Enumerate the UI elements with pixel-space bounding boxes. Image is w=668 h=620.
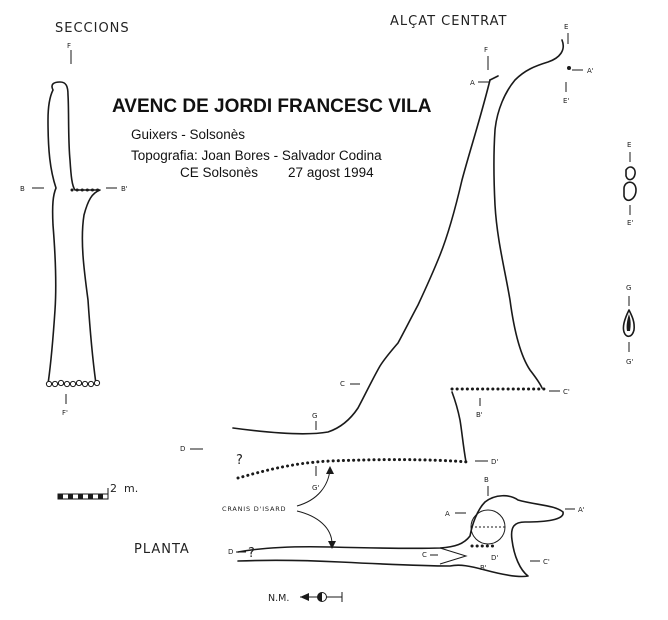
elev-label-a-prime: A' bbox=[587, 67, 594, 75]
plan-narrowing bbox=[439, 547, 468, 565]
elev-label-d: D bbox=[180, 445, 185, 453]
arrowhead-up bbox=[326, 466, 334, 474]
club-date-text: CE Solsonès 27 agost 1994 bbox=[180, 165, 374, 180]
elev-label-a: A bbox=[470, 79, 475, 87]
section-g-fill bbox=[626, 314, 631, 331]
scale-bar bbox=[57, 488, 109, 500]
label-b-prime: B' bbox=[121, 185, 128, 193]
elev-label-f: F bbox=[484, 46, 488, 54]
plan-label-a-prime: A' bbox=[578, 506, 585, 514]
north-label: N.M. bbox=[268, 593, 289, 604]
elev-label-c-prime: C' bbox=[563, 388, 570, 396]
plan-question-mark: ? bbox=[248, 546, 255, 561]
elev-question-mark: ? bbox=[236, 453, 243, 468]
plan-label-b-prime: B' bbox=[480, 564, 487, 572]
skull-annotation: CRANIS D'ISARD bbox=[222, 505, 286, 513]
label-f: F bbox=[67, 42, 71, 50]
plan-label-c: C bbox=[422, 551, 427, 559]
plan-heading: PLANTA bbox=[134, 542, 190, 557]
elev-label-d-prime: D' bbox=[491, 458, 498, 466]
north-arrow-icon bbox=[300, 592, 343, 602]
section-e-upper bbox=[625, 166, 636, 181]
right-label-e-prime: E' bbox=[627, 219, 633, 227]
right-label-e: E bbox=[627, 141, 631, 149]
elev-label-g: G bbox=[312, 412, 317, 420]
elevation-heading: ALÇAT CENTRAT bbox=[390, 14, 507, 29]
plan-label-d-prime: D' bbox=[491, 554, 498, 562]
entrance-lip bbox=[489, 75, 499, 81]
floor-d-dots bbox=[236, 458, 470, 480]
plan-outline bbox=[237, 494, 564, 578]
elev-label-b-prime: B' bbox=[476, 411, 483, 419]
plan-label-a: A bbox=[445, 510, 450, 518]
plan-label-d: D bbox=[228, 548, 233, 556]
inner-step bbox=[451, 391, 467, 463]
plan-view: B A A' C C' D' B' D ? bbox=[228, 476, 585, 578]
elevation-right-wall bbox=[493, 39, 564, 389]
right-label-g: G bbox=[626, 284, 631, 292]
cave-title: AVENC DE JORDI FRANCESC VILA bbox=[112, 96, 432, 117]
label-b: B bbox=[20, 185, 25, 193]
section-f-outline bbox=[47, 81, 101, 385]
right-label-g-prime: G' bbox=[626, 358, 633, 366]
plan-label-b: B bbox=[484, 476, 489, 484]
section-e-lower bbox=[623, 181, 637, 202]
sections-heading: SECCIONS bbox=[55, 21, 130, 36]
scale-label: 2 m. bbox=[110, 482, 138, 495]
elevation-profile: A F E A' E' C C' B' G G' D D' ? bbox=[180, 23, 594, 492]
section-f-profile: F B B' F' bbox=[20, 42, 128, 417]
arrow-to-plan bbox=[296, 510, 333, 545]
elev-label-e-prime: E' bbox=[563, 97, 569, 105]
plan-label-c-prime: C' bbox=[543, 558, 550, 566]
elev-label-g-prime: G' bbox=[312, 484, 319, 492]
arrowhead-down bbox=[328, 541, 336, 549]
elev-label-e: E bbox=[564, 23, 568, 31]
section-g-profile: G G' bbox=[622, 284, 635, 366]
elev-point bbox=[567, 66, 571, 70]
survey-authors-text: Topografia: Joan Bores - Salvador Codina bbox=[131, 148, 382, 163]
section-g-outline bbox=[622, 309, 635, 338]
location-text: Guixers - Solsonès bbox=[131, 127, 245, 142]
elev-label-c: C bbox=[340, 380, 345, 388]
elevation-left-wall bbox=[232, 79, 491, 435]
label-f-prime: F' bbox=[62, 409, 68, 417]
section-f-pebbles bbox=[45, 379, 101, 388]
section-e-profile: E E' bbox=[623, 141, 637, 227]
